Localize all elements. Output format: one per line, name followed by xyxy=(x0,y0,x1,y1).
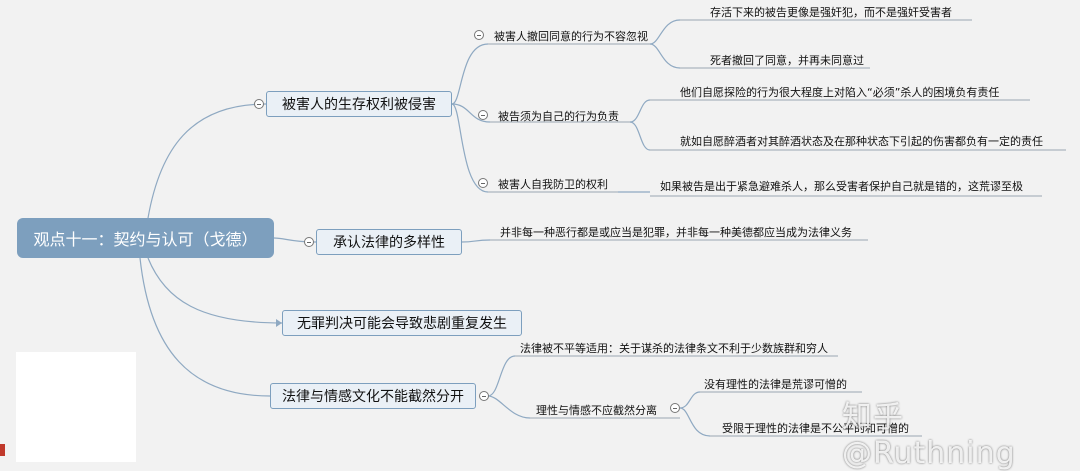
subtopic-3[interactable]: 被害人自我防卫的权利 xyxy=(498,178,608,191)
collapse-icon[interactable] xyxy=(670,403,680,413)
arrow-branch3 xyxy=(276,319,282,327)
connector-sub1-leaf2 xyxy=(649,43,681,69)
connector-sub2-leaf2 xyxy=(629,121,651,151)
connector-sub2b-leaf2 xyxy=(679,407,711,437)
connector-branch1-sub3 xyxy=(451,103,489,193)
leaf-8[interactable]: 受限于理性的法律是不公平的和可憎的 xyxy=(722,422,909,435)
leaf-6[interactable]: 并非每一种恶行都是或应当是犯罪，并非每一种美德都应当成为法律义务 xyxy=(500,226,852,239)
collapse-icon[interactable] xyxy=(304,237,314,247)
subtopic-5[interactable]: 理性与情感不应截然分离 xyxy=(536,404,657,417)
branch-node-3[interactable]: 无罪判决可能会导致悲剧重复发生 xyxy=(282,310,522,336)
connector-root-branch3 xyxy=(147,257,283,324)
watermark: 知乎 @Ruthning xyxy=(842,400,1016,471)
side-panel-card xyxy=(16,352,136,462)
branch-node-2[interactable]: 承认法律的多样性 xyxy=(316,229,462,255)
subtopic-2[interactable]: 被告须为自己的行为负责 xyxy=(498,110,619,123)
leaf-5[interactable]: 如果被告是出于紧急避难杀人，那么受害者保护自己就是错的，这荒谬至极 xyxy=(660,180,1023,193)
branch-node-1[interactable]: 被害人的生存权利被侵害 xyxy=(266,91,452,117)
connector-root-branch1 xyxy=(147,103,267,219)
leaf-4[interactable]: 就如自愿醉酒者对其醉酒状态及在那种状态下引起的伤害都负有一定的责任 xyxy=(680,135,1043,148)
leaf-1[interactable]: 存活下来的被告更像是强奸犯，而不是强奸受害者 xyxy=(710,6,952,19)
connector-branch1-sub2 xyxy=(451,103,491,123)
connector-sub1-leaf1 xyxy=(649,19,681,45)
connector-root-branch4 xyxy=(139,257,271,397)
collapse-icon[interactable] xyxy=(474,30,484,40)
collapse-icon[interactable] xyxy=(478,110,488,120)
leaf-7[interactable]: 没有理性的法律是荒谬可憎的 xyxy=(704,378,847,391)
connector-sub2-leaf1 xyxy=(629,99,651,123)
collapse-icon[interactable] xyxy=(254,99,264,109)
connector-branch4-sub2 xyxy=(487,395,531,419)
subtopic-1[interactable]: 被害人撤回同意的行为不容忽视 xyxy=(494,30,648,43)
leaf-3[interactable]: 他们自愿探险的行为很大程度上对陷入“必须”杀人的困境负有责任 xyxy=(680,86,1000,99)
connector-branch4-sub1 xyxy=(487,355,516,397)
branch-node-4[interactable]: 法律与情感文化不能截然分开 xyxy=(270,383,476,409)
leaf-2[interactable]: 死者撤回了同意，并再未同意过 xyxy=(710,54,864,67)
connector-sub2b-leaf1 xyxy=(679,391,701,409)
subtopic-4[interactable]: 法律被不平等适用：关于谋杀的法律条文不利于少数族群和穷人 xyxy=(520,342,828,355)
root-node[interactable]: 观点十一：契约与认可（戈德） xyxy=(17,218,274,258)
edge-marker xyxy=(0,444,5,456)
collapse-icon[interactable] xyxy=(478,178,488,188)
connector-branch2-leaf1 xyxy=(461,239,491,243)
collapse-icon[interactable] xyxy=(479,391,489,401)
connector-branch1-sub1 xyxy=(451,43,489,105)
